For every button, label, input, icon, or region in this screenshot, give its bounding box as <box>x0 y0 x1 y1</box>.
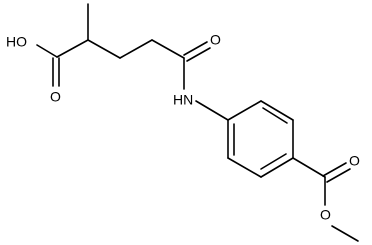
ring-bond-4 <box>260 157 294 178</box>
bond-acid-to-ch <box>56 39 89 58</box>
bond-chain-1 <box>87 39 121 59</box>
bond-hydroxyl <box>36 44 58 58</box>
bond-amide-carbonyl-b <box>186 47 211 62</box>
bond-chain-3 <box>151 39 185 59</box>
ring-bond-1 <box>227 100 262 121</box>
atom-label-ester-oxygen: O <box>320 207 331 223</box>
bond-n-to-ring <box>195 100 229 121</box>
bond-amide-carbonyl-a <box>183 41 208 56</box>
atom-label-hydroxyl: HO <box>6 34 27 50</box>
atom-label-amide-nh: HN <box>173 92 193 108</box>
ring-bond-5 <box>227 157 262 178</box>
atom-label-ester-carbonyl-oxygen: O <box>349 153 360 169</box>
bond-ester-carbonyl-a <box>322 162 347 177</box>
bond-ester-carbonyl-b <box>326 168 351 183</box>
atom-label-acid-oxygen: O <box>50 89 61 105</box>
bond-ring-to-ester <box>292 157 326 178</box>
ring-bond-2 <box>260 100 294 121</box>
atom-label-amide-oxygen: O <box>210 32 221 48</box>
ring-double-1 <box>262 107 288 124</box>
ring-double-2 <box>260 153 287 170</box>
bond-o-methyl <box>331 225 359 242</box>
bond-chain-2 <box>119 39 153 59</box>
